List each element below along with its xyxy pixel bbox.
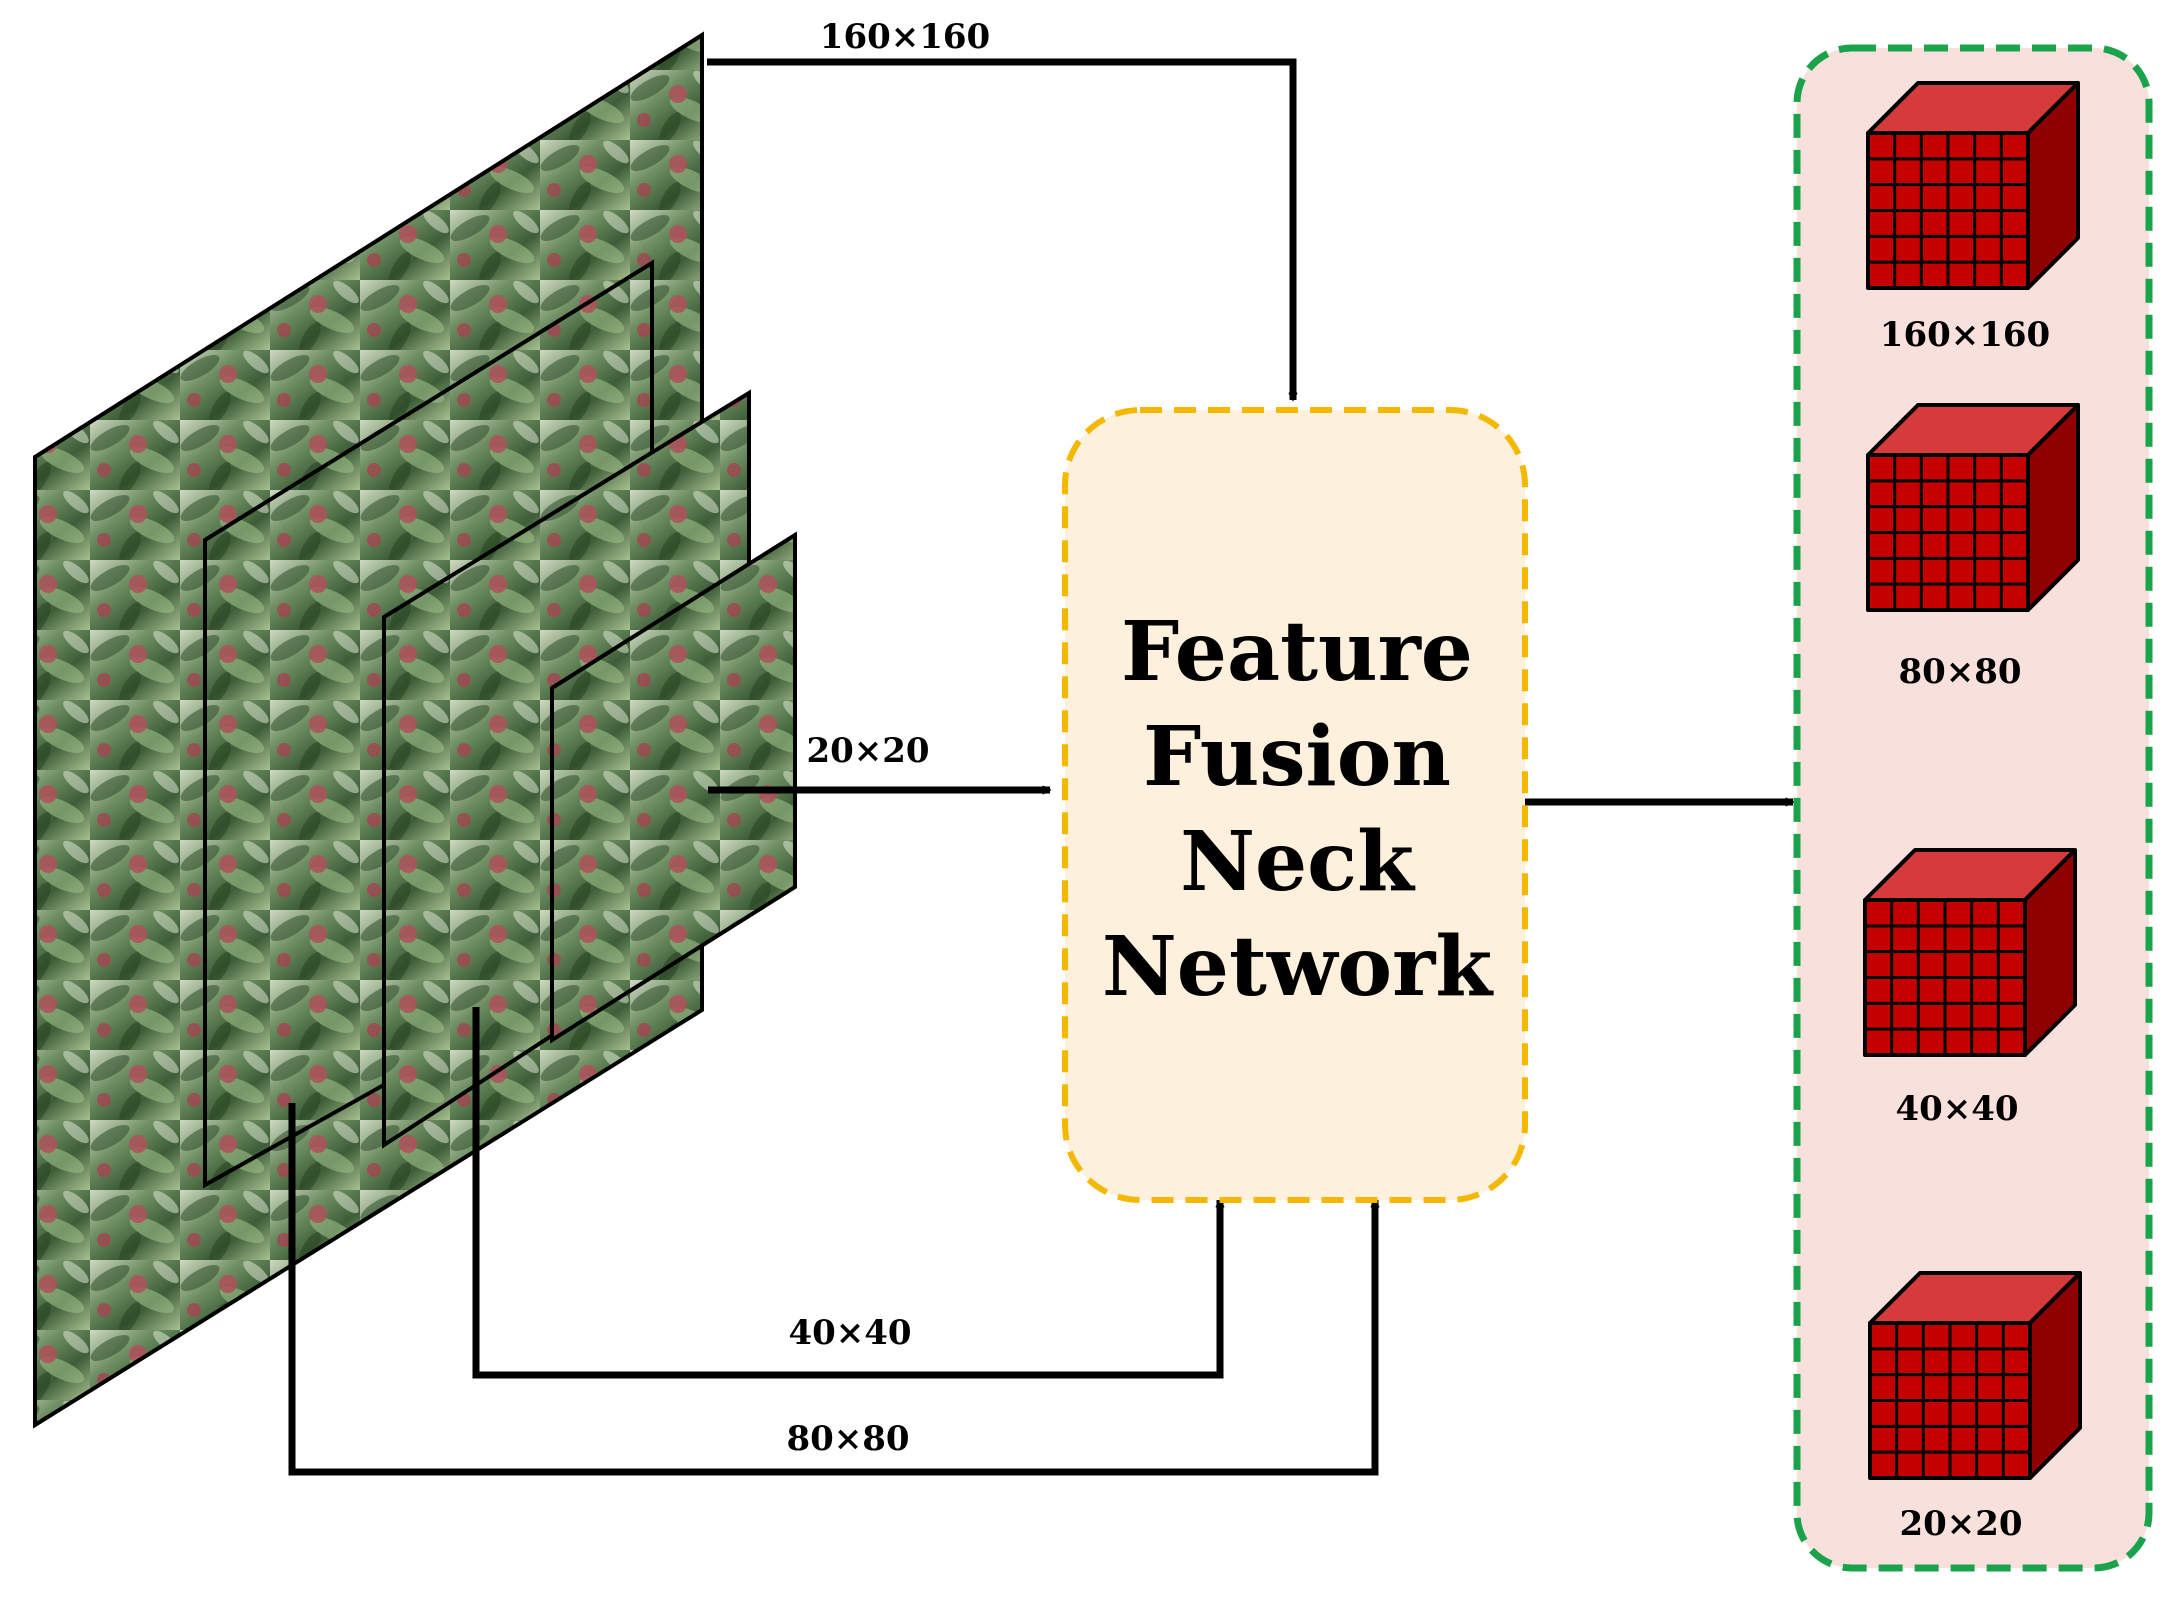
neck-title-line4: Network xyxy=(1102,919,1494,1015)
label-160: 160×160 xyxy=(820,17,990,57)
label-20: 20×20 xyxy=(806,731,929,771)
input-image-stack xyxy=(33,31,797,1429)
output-cube-20 xyxy=(1868,1271,2082,1480)
label-40: 40×40 xyxy=(788,1313,911,1353)
label-80: 80×80 xyxy=(786,1419,909,1459)
connector-160 xyxy=(707,58,1293,400)
output-label-160: 160×160 xyxy=(1880,315,2050,355)
output-cube-160 xyxy=(1866,81,2080,290)
output-cube-40 xyxy=(1863,848,2077,1057)
neck-title-line1: Feature xyxy=(1121,604,1473,700)
neck-title-line2: Fusion xyxy=(1143,709,1451,805)
connector-40 xyxy=(472,1007,1220,1379)
neck-title-line3: Neck xyxy=(1180,814,1416,910)
output-cubes xyxy=(1863,81,2082,1480)
connector-80 xyxy=(288,1103,1375,1476)
output-cube-80 xyxy=(1866,403,2080,612)
output-label-80: 80×80 xyxy=(1898,652,2021,692)
feature-plane-20 xyxy=(550,531,797,1044)
neck-box xyxy=(1062,407,1528,1203)
output-label-20: 20×20 xyxy=(1899,1504,2022,1544)
connections xyxy=(288,58,1793,1476)
output-label-40: 40×40 xyxy=(1895,1089,2018,1129)
